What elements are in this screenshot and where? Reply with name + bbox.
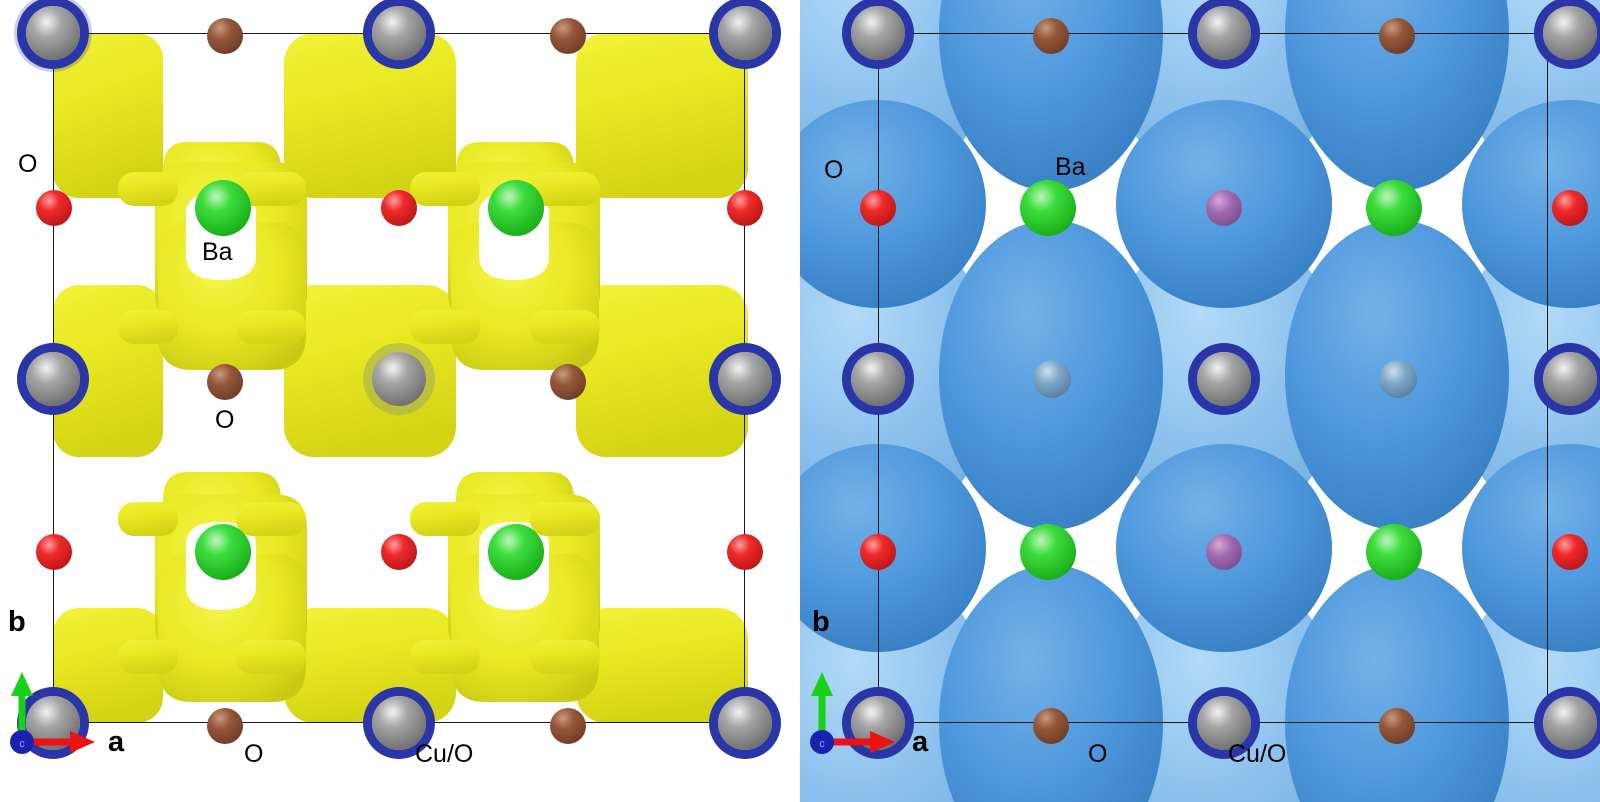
atom-cu-o xyxy=(1197,696,1251,750)
atom-barium xyxy=(1020,180,1076,236)
atom-oxygen-apical xyxy=(36,190,72,226)
svg-text:c: c xyxy=(819,738,825,750)
atom-cu-o xyxy=(1543,6,1597,60)
atom-oxygen-apical xyxy=(381,190,417,226)
axis-c-origin: c xyxy=(810,730,834,754)
atom-oxygen-plane xyxy=(1379,18,1415,54)
atom-barium xyxy=(1366,524,1422,580)
atom-cu-o xyxy=(1197,352,1251,406)
atom-cu-o xyxy=(718,6,772,60)
label-o-left-edge: O xyxy=(824,156,844,184)
atom-cu-o xyxy=(851,6,905,60)
atom-oxygen-plane xyxy=(207,18,243,54)
atom-cu-o xyxy=(1543,696,1597,750)
atom-oxygen-apical xyxy=(381,534,417,570)
atom-barium xyxy=(195,180,251,236)
atom-cu-o-embedded xyxy=(1379,360,1417,398)
label-cuo-bottom: Cu/O xyxy=(415,740,474,768)
atom-oxygen-apical xyxy=(727,190,763,226)
atom-oxygen-apical-embedded xyxy=(1206,190,1242,226)
label-ba: Ba xyxy=(1055,153,1086,181)
atom-oxygen-apical xyxy=(1552,534,1588,570)
label-ba: Ba xyxy=(202,238,233,266)
atom-barium xyxy=(488,180,544,236)
atom-oxygen-plane xyxy=(1033,18,1069,54)
atom-barium xyxy=(488,524,544,580)
axis-label-a: a xyxy=(108,726,125,758)
atom-cu-o xyxy=(372,352,426,406)
right-isosurface-svg xyxy=(800,0,1600,802)
atom-oxygen-apical xyxy=(36,534,72,570)
atom-oxygen-apical xyxy=(727,534,763,570)
axis-arrows-svg: c xyxy=(810,672,895,754)
axis-label-b: b xyxy=(812,606,830,638)
atom-cu-o xyxy=(372,6,426,60)
atom-cu-o xyxy=(718,696,772,750)
atom-cu-o xyxy=(1543,352,1597,406)
atom-oxygen-plane xyxy=(207,708,243,744)
atom-oxygen-apical xyxy=(860,534,896,570)
atom-cu-o xyxy=(26,352,80,406)
atom-cu-o xyxy=(372,696,426,750)
label-o-center: O xyxy=(215,406,235,434)
axis-indicator: c xyxy=(0,630,130,770)
label-o-left-edge: O xyxy=(18,150,38,178)
atom-oxygen-apical xyxy=(1552,190,1588,226)
atom-oxygen-plane xyxy=(550,364,586,400)
right-isosurface-canvas xyxy=(800,0,1600,802)
label-cuo-bottom: Cu/O xyxy=(1228,740,1287,768)
atom-oxygen-plane xyxy=(1379,708,1415,744)
atom-barium xyxy=(1366,180,1422,236)
atom-oxygen-apical-embedded xyxy=(1206,534,1242,570)
axis-label-b: b xyxy=(8,606,26,638)
axis-indicator: c xyxy=(800,630,930,770)
atom-oxygen-plane xyxy=(207,364,243,400)
label-o-bottom: O xyxy=(1088,740,1108,768)
atom-cu-o xyxy=(26,6,80,60)
atom-oxygen-plane xyxy=(1033,708,1069,744)
atom-oxygen-plane xyxy=(550,708,586,744)
panel-right: O Ba O Cu/O c b a xyxy=(800,0,1600,802)
axis-label-a: a xyxy=(912,726,929,758)
svg-text:c: c xyxy=(19,738,25,750)
atom-oxygen-plane xyxy=(550,18,586,54)
atom-cu-o xyxy=(1197,6,1251,60)
atom-barium xyxy=(1020,524,1076,580)
label-o-bottom: O xyxy=(244,740,264,768)
axis-arrows-svg: c xyxy=(10,672,95,754)
atom-cu-o xyxy=(851,352,905,406)
atom-cu-o xyxy=(718,352,772,406)
axis-c-origin: c xyxy=(10,730,34,754)
panel-left: O Ba O O Cu/O c b a xyxy=(0,6,772,770)
atom-oxygen-apical xyxy=(860,190,896,226)
atom-barium xyxy=(195,524,251,580)
atom-cu-o-embedded xyxy=(1033,360,1071,398)
